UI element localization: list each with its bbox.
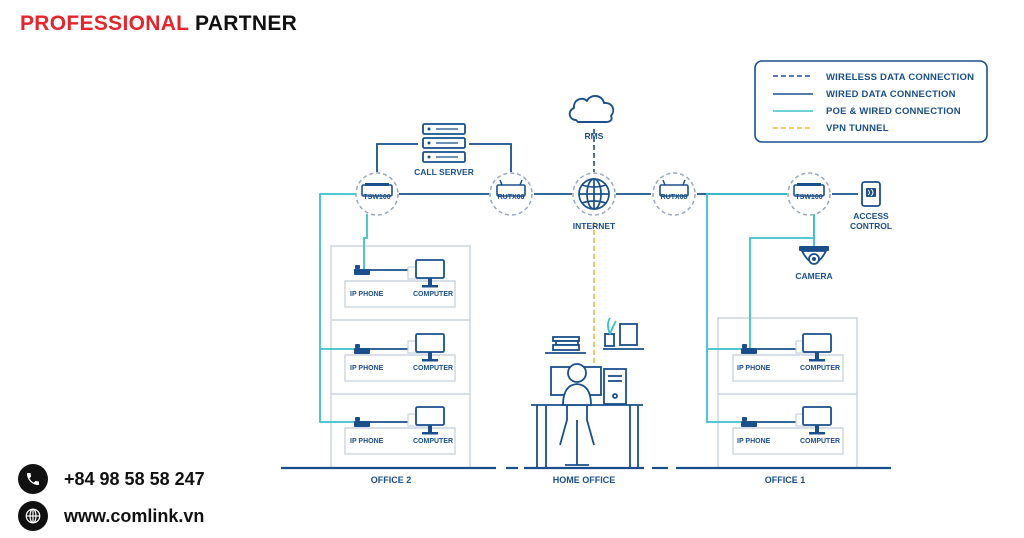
computer-label: COMPUTER xyxy=(413,291,453,298)
tsw-right-node[interactable]: TSW100 xyxy=(787,172,831,216)
rut-right-node[interactable]: RUTX08 xyxy=(652,172,696,216)
brand-word-partner: PARTNER xyxy=(195,12,298,35)
computer-label: COMPUTER xyxy=(800,438,840,445)
ip-phone-label: IP PHONE xyxy=(350,365,384,372)
ip-phone-label: IP PHONE xyxy=(350,291,384,298)
legend: WIRELESS DATA CONNECTION WIRED DATA CONN… xyxy=(754,60,988,143)
office1-label: OFFICE 1 xyxy=(765,475,806,485)
rut-left-label: RUTX08 xyxy=(498,194,525,201)
rut-left-node[interactable]: RUTX08 xyxy=(489,172,533,216)
globe-icon xyxy=(18,501,48,531)
contact-phone[interactable]: +84 98 58 58 247 xyxy=(18,464,205,494)
computer-label: COMPUTER xyxy=(413,365,453,372)
camera-label: CAMERA xyxy=(795,271,832,281)
office1-desk-top: IP PHONE COMPUTER xyxy=(732,333,844,382)
legend-box xyxy=(754,60,988,143)
rms-label: RMS xyxy=(585,131,604,141)
ip-phone-icon xyxy=(741,344,757,354)
office1-desk-bottom: IP PHONE COMPUTER xyxy=(732,406,844,455)
ip-phone-label: IP PHONE xyxy=(737,365,771,372)
ip-phone-icon xyxy=(354,417,370,427)
phone-number: +84 98 58 58 247 xyxy=(64,468,205,489)
home-office-scene xyxy=(531,317,644,468)
ip-phone-icon xyxy=(354,265,370,275)
website-url: www.comlink.vn xyxy=(64,505,205,526)
contact-website[interactable]: www.comlink.vn xyxy=(18,501,204,531)
ip-phone-icon xyxy=(741,417,757,427)
brand-title: PROFESSIONAL PARTNER xyxy=(20,12,297,36)
legend-label-wired: WIRED DATA CONNECTION xyxy=(826,89,956,100)
tsw-left-label: TSW100 xyxy=(363,194,390,201)
cloud-icon xyxy=(568,95,615,123)
tsw-right-label: TSW100 xyxy=(795,194,822,201)
computer-label: COMPUTER xyxy=(800,365,840,372)
rut-right-label: RUTX08 xyxy=(661,194,688,201)
globe-icon xyxy=(578,178,610,210)
call-server-label: CALL SERVER xyxy=(414,167,474,177)
tsw-left-node[interactable]: TSW100 xyxy=(355,172,399,216)
legend-label-poe: POE & WIRED CONNECTION xyxy=(826,106,961,117)
access-control-label-line1: ACCESS xyxy=(853,211,889,221)
ip-phone-label: IP PHONE xyxy=(350,438,384,445)
computer-label: COMPUTER xyxy=(413,438,453,445)
legend-label-vpn: VPN TUNNEL xyxy=(826,123,889,134)
ip-phone-label: IP PHONE xyxy=(737,438,771,445)
internet-node[interactable] xyxy=(572,172,616,216)
office2-desk-middle: IP PHONE COMPUTER xyxy=(344,333,456,382)
ip-phone-icon xyxy=(354,344,370,354)
home-office-label: HOME OFFICE xyxy=(553,475,616,485)
wired-links xyxy=(366,143,858,423)
access-control-label-line2: CONTROL xyxy=(850,221,892,231)
poe-links xyxy=(319,193,815,423)
camera-icon[interactable] xyxy=(799,246,829,265)
phone-icon xyxy=(18,464,48,494)
office2-label: OFFICE 2 xyxy=(371,475,412,485)
office2-desk-bottom: IP PHONE COMPUTER xyxy=(344,406,456,455)
internet-label: INTERNET xyxy=(573,221,616,231)
legend-label-wireless: WIRELESS DATA CONNECTION xyxy=(826,72,974,83)
access-control-icon[interactable] xyxy=(861,181,881,207)
brand-word-professional: PROFESSIONAL xyxy=(20,12,189,35)
server-icon xyxy=(422,123,466,163)
office2-desk-top: IP PHONE COMPUTER xyxy=(344,259,456,308)
